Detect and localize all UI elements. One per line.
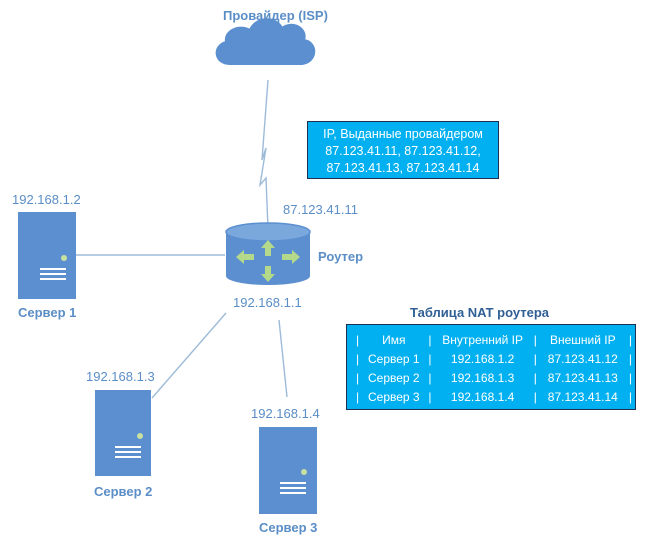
server-2-icon	[95, 390, 151, 476]
cell-name: Сервер 2	[367, 371, 420, 385]
col-separator: |	[428, 352, 432, 366]
cell-name: Сервер 3	[367, 390, 420, 404]
header-name: Имя	[382, 333, 406, 347]
col-separator: |	[628, 333, 632, 347]
server-2-ip: 192.168.1.3	[86, 369, 155, 384]
router-icon	[225, 222, 311, 285]
server-1-icon	[18, 212, 76, 299]
isp-box-line: 87.123.41.11, 87.123.41.12,	[325, 144, 481, 158]
cell-internal-ip: 192.168.1.4	[450, 390, 515, 404]
server-3-ip: 192.168.1.4	[251, 406, 320, 421]
col-separator: |	[533, 352, 537, 366]
col-separator: |	[628, 390, 632, 404]
col-separator: |	[356, 352, 360, 366]
router-wan-ip: 87.123.41.11	[283, 202, 358, 217]
col-separator: |	[628, 352, 632, 366]
server-3-icon	[259, 427, 317, 514]
col-separator: |	[533, 371, 537, 385]
cloud-icon	[215, 18, 316, 65]
router-label: Роутер	[318, 249, 364, 264]
nat-table-title: Таблица NAT роутера	[410, 305, 550, 320]
table-row: | Сервер 2 | 192.168.1.3 | 87.123.41.13 …	[353, 369, 635, 388]
server-3-name: Сервер 3	[259, 520, 318, 535]
col-separator: |	[533, 390, 537, 404]
cell-internal-ip: 192.168.1.2	[450, 352, 515, 366]
cell-external-ip: 87.123.41.13	[547, 371, 618, 385]
router-lan-ip: 192.168.1.1	[233, 295, 302, 310]
col-separator: |	[356, 333, 360, 347]
table-row: | Сервер 1 | 192.168.1.2 | 87.123.41.12 …	[353, 350, 635, 369]
isp-box-line: 87.123.41.13, 87.123.41.14	[326, 161, 480, 175]
server-1-name: Сервер 1	[18, 305, 77, 320]
table-row: | Сервер 3 | 192.168.1.4 | 87.123.41.14 …	[353, 388, 635, 407]
cell-internal-ip: 192.168.1.3	[450, 371, 515, 385]
col-separator: |	[628, 371, 632, 385]
col-separator: |	[428, 371, 432, 385]
col-separator: |	[428, 390, 432, 404]
cell-external-ip: 87.123.41.12	[547, 352, 618, 366]
cell-name: Сервер 1	[367, 352, 420, 366]
header-internal-ip: Внутренний IP	[442, 333, 524, 347]
link-router-server3	[278, 319, 288, 398]
table-header-row: | Имя | Внутренний IP | Внешний IP |	[353, 331, 635, 350]
isp-label: Провайдер (ISP)	[223, 8, 328, 23]
link-router-server2	[151, 312, 227, 399]
nat-table-grid: | Имя | Внутренний IP | Внешний IP | | С…	[353, 331, 635, 407]
isp-box-line: IP, Выданные провайдером	[323, 127, 483, 141]
cell-external-ip: 87.123.41.14	[547, 390, 618, 404]
col-separator: |	[356, 390, 360, 404]
server-2-name: Сервер 2	[94, 484, 153, 499]
col-separator: |	[533, 333, 537, 347]
header-external-ip: Внешний IP	[550, 333, 616, 347]
link-isp-router	[258, 79, 269, 229]
col-separator: |	[356, 371, 360, 385]
isp-ip-box: IP, Выданные провайдером 87.123.41.11, 8…	[307, 121, 499, 179]
server-1-ip: 192.168.1.2	[12, 192, 81, 207]
nat-table: | Имя | Внутренний IP | Внешний IP | | С…	[346, 324, 636, 410]
col-separator: |	[428, 333, 432, 347]
